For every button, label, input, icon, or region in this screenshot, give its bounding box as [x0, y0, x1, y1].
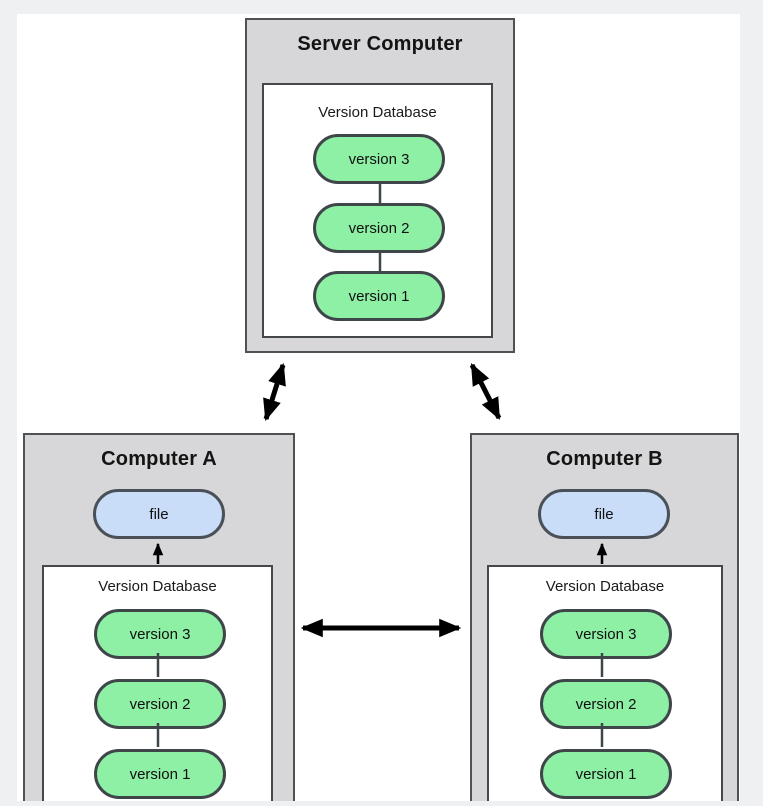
- computer-a-version-3-pill: version 3: [94, 609, 226, 659]
- server-computer-box: Server Computer Version Database version…: [245, 18, 515, 353]
- computer-a-version-database-label: Version Database: [98, 578, 217, 595]
- computer-b-box: Computer B file Version Database version…: [470, 433, 739, 801]
- server-computer-a-sync-arrow-icon: [263, 362, 286, 422]
- server-version-3-pill: version 3: [313, 134, 445, 184]
- computer-b-version-2-pill: version 2: [540, 679, 672, 729]
- computer-a-file-pill: file: [93, 489, 225, 539]
- computer-a-box: Computer A file Version Database version…: [23, 433, 295, 801]
- computer-b-version-database-box: Version Database version 3 version 2 ver…: [487, 565, 723, 801]
- computer-a-title: Computer A: [101, 448, 217, 470]
- computer-b-version-1-pill: version 1: [540, 749, 672, 799]
- server-title: Server Computer: [297, 33, 463, 55]
- server-computer-b-sync-arrow-icon: [469, 363, 502, 420]
- computer-a-version-database-box: Version Database version 3 version 2 ver…: [42, 565, 273, 801]
- server-version-database-label: Version Database: [318, 104, 437, 121]
- server-version-1-pill: version 1: [313, 271, 445, 321]
- server-version-2-pill: version 2: [313, 203, 445, 253]
- computer-a-version-2-pill: version 2: [94, 679, 226, 729]
- server-version-database-box: Version Database version 3 version 2 ver…: [262, 83, 493, 338]
- computer-a-version-1-pill: version 1: [94, 749, 226, 799]
- computer-b-title: Computer B: [546, 448, 663, 470]
- computer-b-version-3-pill: version 3: [540, 609, 672, 659]
- computer-b-version-database-label: Version Database: [545, 578, 665, 595]
- computer-b-file-pill: file: [538, 489, 670, 539]
- diagram-canvas: Server Computer Version Database version…: [17, 14, 740, 801]
